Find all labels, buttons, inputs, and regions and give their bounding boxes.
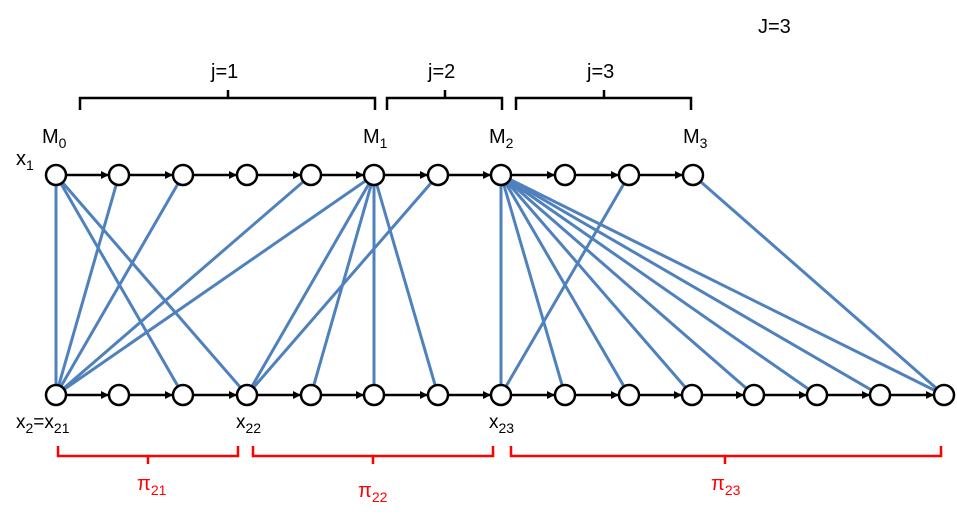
bottom-node — [805, 383, 829, 407]
brace-pi22 — [251, 446, 495, 464]
brace-j1 — [78, 90, 377, 110]
top-node — [681, 163, 705, 187]
bottom-node — [299, 383, 323, 407]
edge — [245, 174, 376, 396]
total-segments-label: J=3 — [758, 16, 791, 38]
top-node — [362, 163, 386, 187]
bottom-node — [426, 383, 450, 407]
x22-label: x22 — [236, 412, 261, 436]
top-chain-nodes — [44, 163, 705, 187]
pi23-label: π23 — [711, 473, 741, 498]
edge — [500, 173, 818, 397]
edge — [54, 174, 185, 396]
x23-label: x23 — [489, 412, 514, 436]
top-node — [299, 163, 323, 187]
bottom-node — [107, 383, 131, 407]
M1-label: M1 — [363, 126, 388, 151]
x1-label: x1 — [16, 148, 34, 173]
bottom-node — [553, 383, 577, 407]
brace-pi21 — [56, 446, 240, 464]
brace-j2 — [385, 90, 504, 110]
top-node — [107, 163, 131, 187]
top-node — [44, 163, 68, 187]
edge — [500, 173, 945, 397]
segment-j3-label: j=3 — [586, 61, 614, 83]
edge — [499, 174, 567, 396]
edge — [499, 174, 631, 396]
segment-j2-label: j=2 — [427, 61, 455, 83]
M0-label: M0 — [42, 126, 67, 151]
brace-pi23 — [509, 446, 943, 464]
bottom-node — [171, 383, 195, 407]
bottom-node — [680, 383, 704, 407]
edge — [500, 173, 881, 397]
pi22-label: π22 — [358, 480, 388, 505]
M2-label: M2 — [489, 126, 514, 151]
edge — [245, 174, 440, 396]
edges — [54, 173, 945, 397]
edge — [372, 174, 440, 396]
pi21-label: π21 — [137, 473, 167, 498]
M3-label: M3 — [683, 126, 708, 151]
top-node — [489, 163, 513, 187]
top-node — [617, 163, 641, 187]
bottom-braces — [56, 446, 943, 464]
bottom-node — [742, 383, 766, 407]
x2-x21-label: x2=x21 — [16, 412, 70, 436]
edge — [692, 173, 945, 397]
edge — [55, 173, 312, 397]
bottom-node — [489, 383, 513, 407]
segment-j1-label: j=1 — [210, 61, 238, 83]
top-node — [171, 163, 195, 187]
bottom-node — [44, 383, 68, 407]
chain-arrows — [66, 171, 934, 399]
edge — [499, 174, 694, 396]
bottom-node — [868, 383, 892, 407]
top-braces — [78, 90, 693, 110]
top-node — [553, 163, 577, 187]
edge — [54, 174, 121, 396]
edge — [500, 173, 755, 397]
bottom-node — [235, 383, 259, 407]
brace-j3 — [514, 90, 693, 110]
bottom-node — [362, 383, 386, 407]
edge — [54, 174, 249, 396]
edge — [55, 173, 375, 397]
top-node — [235, 163, 259, 187]
top-node — [426, 163, 450, 187]
bottom-node — [932, 383, 956, 407]
bottom-node — [617, 383, 641, 407]
bottom-chain-nodes — [44, 383, 956, 407]
